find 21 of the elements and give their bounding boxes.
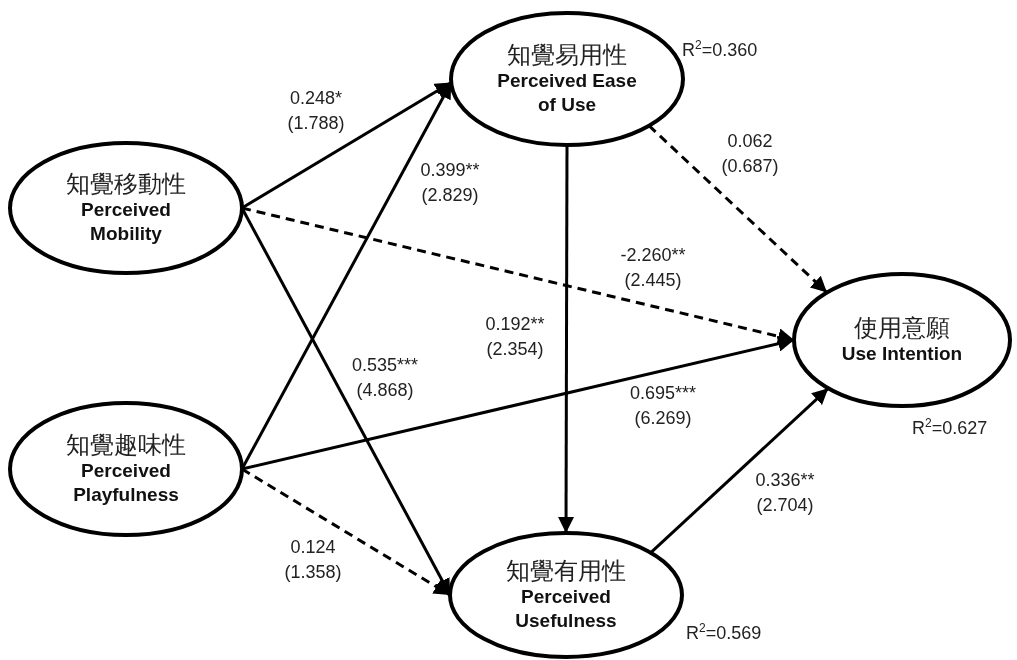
arrow [558, 145, 575, 533]
construct-name: 知覺易用性 [507, 41, 627, 69]
construct-name: 使用意願 [854, 314, 950, 342]
dashed-arrow [647, 124, 829, 294]
construct-name: 知覺移動性 [66, 170, 186, 198]
construct-ellipse [448, 531, 684, 659]
construct-ellipse [8, 141, 244, 275]
construct-label: Perceived Mobility [80, 198, 172, 246]
construct-name: 知覺有用性 [506, 557, 626, 585]
r-squared-label: R$^{2}$=0.569 [686, 620, 762, 644]
construct-label: Perceived Ease of Use [496, 69, 638, 117]
construct-ellipse [8, 401, 244, 537]
r-squared-label: R$^{2}$=0.627 [912, 415, 988, 439]
construct-ellipse [792, 272, 1012, 408]
arrow [649, 387, 830, 554]
r-squared-label: R$^{2}$=0.360 [682, 37, 758, 61]
construct-label: Use Intention [840, 342, 964, 366]
construct-label: Perceived Usefulness [514, 585, 618, 633]
construct-label: Perceived Playfulness [72, 459, 180, 507]
construct-ellipse [449, 11, 685, 147]
construct-name: 知覺趣味性 [66, 431, 186, 459]
